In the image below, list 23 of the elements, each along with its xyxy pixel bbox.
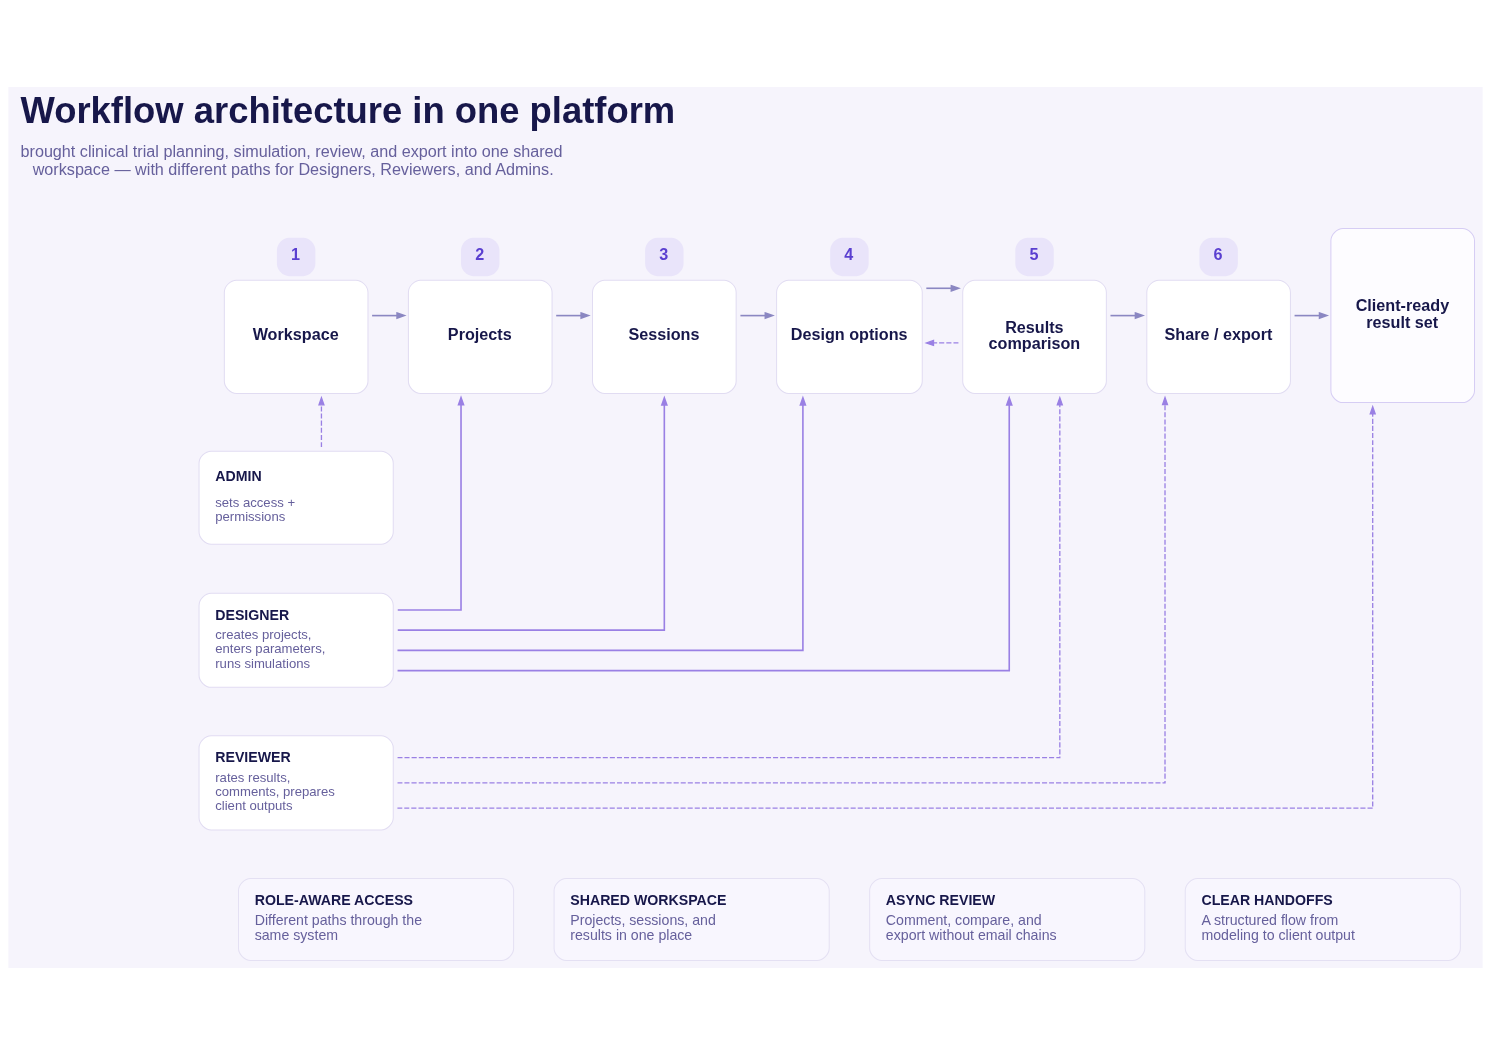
arrow <box>396 395 465 611</box>
arrow <box>396 395 668 631</box>
arrow <box>555 312 591 320</box>
node-label: 3 <box>659 244 669 263</box>
node-label: 2 <box>475 244 485 263</box>
arrow <box>925 284 961 292</box>
arrow <box>924 339 960 347</box>
arrow <box>739 311 775 320</box>
arrow <box>318 395 325 448</box>
node-label: 5 <box>1029 244 1039 263</box>
arrow <box>1293 311 1330 320</box>
arrow <box>1109 311 1145 320</box>
arrow <box>396 404 1377 809</box>
arrow <box>396 395 1013 672</box>
label: brought clinical trial planning, simulation, review, and export into one shared workspace — with different paths for Designers, Reviewers, and Admins. <box>20 141 563 178</box>
arrow <box>396 395 807 652</box>
node-label: 4 <box>844 244 854 263</box>
node-label: 6 <box>1213 244 1223 263</box>
diagram-title: Workflow architecture in one platform <box>20 90 676 132</box>
arrow <box>396 395 1169 784</box>
arrow <box>371 311 407 320</box>
node-label: 1 <box>291 244 301 263</box>
arrow <box>396 395 1064 759</box>
